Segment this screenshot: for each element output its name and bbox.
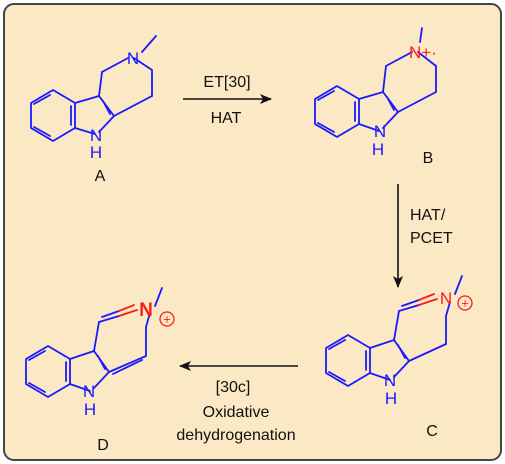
compound-c-charge-circle: [457, 295, 473, 311]
arrow-c-to-d-label-below-line2: dehydrogenation: [176, 427, 295, 444]
compound-b-structure: [314, 27, 437, 138]
compound-c-iminium-n: N: [440, 289, 452, 308]
compound-b-label: B: [423, 150, 434, 167]
compound-d-pyridinium-n: N: [139, 300, 153, 321]
compound-b-radical-cation: N+·: [409, 43, 437, 62]
compound-a-n-indole: N: [90, 126, 102, 145]
compound-c-charge: +: [461, 296, 469, 311]
arrow-c-to-d-label-above: [30c]: [216, 379, 251, 396]
compound-a-label: A: [95, 168, 106, 185]
arrow-a-to-b-label-below: HAT: [211, 110, 242, 127]
compound-d-charge: +: [163, 312, 171, 327]
arrow-a-to-b-label-above: ET[30]: [203, 74, 250, 91]
compound-d-structure: [25, 287, 163, 398]
compound-c-structure: [325, 275, 463, 387]
compound-b-n-indole: N: [374, 122, 386, 141]
arrow-b-to-c-label-line2: PCET: [410, 230, 453, 247]
compound-d-h-indole: H: [84, 400, 96, 419]
compound-a-structure: [30, 35, 157, 142]
compound-c-label: C: [426, 423, 438, 440]
compound-c-h-indole: H: [385, 389, 397, 408]
compound-d-pyridinium-bond: [98, 304, 151, 328]
compound-c-iminium-bond: [398, 293, 451, 317]
compound-d-n-indole: N: [83, 382, 95, 401]
compound-d-charge-circle: [159, 311, 175, 327]
arrow-c-to-d-label-below-line1: Oxidative: [203, 404, 270, 421]
compound-a-h-indole: H: [90, 143, 102, 162]
compound-a-n-amine: N: [127, 49, 139, 68]
compound-c-n-indole: N: [384, 371, 396, 390]
compound-b-h-indole: H: [372, 140, 384, 159]
arrow-b-to-c-label-line1: HAT/: [410, 207, 446, 224]
compound-d-label: D: [97, 437, 109, 454]
